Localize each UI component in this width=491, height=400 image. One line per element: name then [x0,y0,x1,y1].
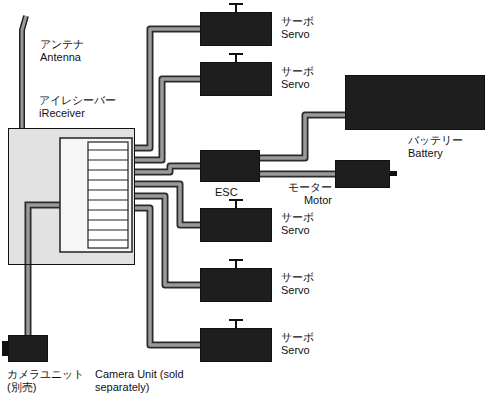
cable-core [135,208,200,345]
part-label: サーボ Servo [281,271,327,297]
pin-stripe [88,160,128,161]
cable [135,208,200,345]
cable [135,166,200,172]
part-label: バッテリー Battery [408,134,478,160]
servo-box: サーボ Servo [200,62,272,96]
motor-shaft [389,171,397,176]
cable [260,174,335,175]
part-label: カメラユニット (別売) [7,368,91,394]
pin-stripe [88,150,128,151]
cable-core [260,172,335,176]
cable-sheath [260,115,345,158]
part-label: アイレシーバー iReceiver [39,94,125,120]
cable-sheath [135,166,200,172]
cable-core [26,265,30,335]
camera-wire-inner-core [28,205,62,265]
antenna-label: アンテナ Antenna [40,38,92,64]
cable [28,265,29,335]
cable-sheath [135,208,200,345]
part-label: モーター Motor [280,181,332,207]
cable-core [260,115,345,158]
cable-sheath [135,79,200,160]
cable [135,29,200,148]
servo-box: サーボ Servo [200,12,272,46]
servo-box: サーボ Servo [200,208,272,242]
pin-stripe [88,230,128,231]
cable-sheath [135,29,200,148]
pin-stripe [88,180,128,181]
part-label: ESC [215,186,255,199]
part-label: Camera Unit (sold separately) [95,368,187,394]
cable-core [135,79,200,160]
cable-sheath [260,171,335,178]
part-label: サーボ Servo [281,65,327,91]
esc-box: ESC [200,150,260,182]
receiver-box: アイレシーバー iReceiver [8,128,135,265]
cable [135,79,200,160]
antenna-wire-core [22,16,26,128]
pin-stripe [88,170,128,171]
part-label: サーボ Servo [281,211,327,237]
cable-core [135,166,200,172]
motor-box: モーター Motor [335,160,390,188]
battery-box: バッテリー Battery [345,75,485,130]
camera-wire-inner [28,205,62,265]
pin-stripe [88,200,128,201]
receiver-connector [60,138,132,252]
cable-core [135,29,200,148]
cable-sheath [25,265,32,335]
pin-stripe [88,220,128,221]
antenna-wire [22,16,26,128]
pin-stripe [88,210,128,211]
part-label: サーボ Servo [281,331,327,357]
cable [260,115,345,158]
part-label: サーボ Servo [281,15,327,41]
connector-pins [88,142,128,248]
camera-box: カメラユニット (別売)Camera Unit (sold separately… [8,335,48,362]
pin-stripe [88,240,128,241]
receiver-housing [8,128,135,265]
pin-rows [88,150,128,240]
servo-box: サーボ Servo [200,268,272,302]
servo-box: サーボ Servo [200,328,272,362]
pin-stripe [88,190,128,191]
